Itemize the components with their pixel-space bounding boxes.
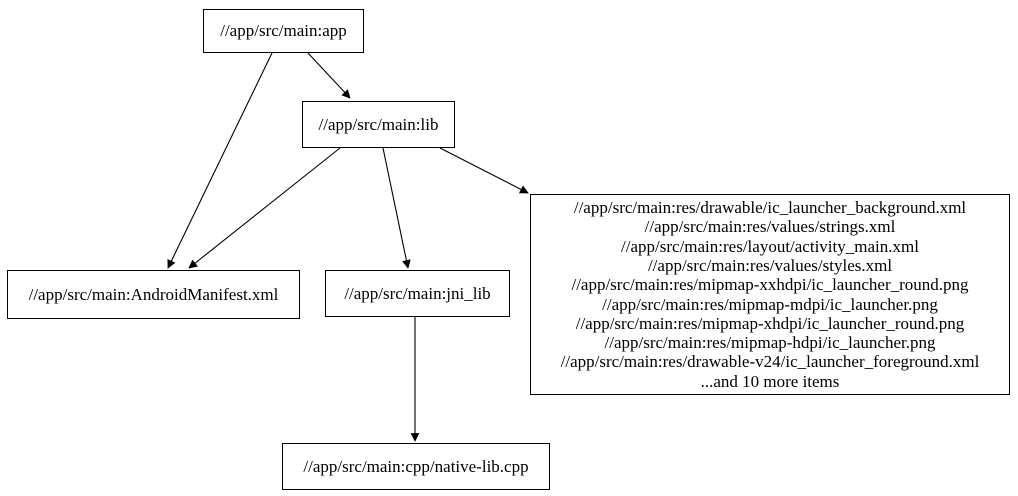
node-app: //app/src/main:app: [203, 9, 364, 53]
node-lib: //app/src/main:lib: [302, 101, 455, 148]
res-more-items: ...and 10 more items: [700, 371, 840, 391]
res-item: //app/src/main:res/layout/activity_main.…: [621, 236, 919, 256]
node-android-manifest-label: //app/src/main:AndroidManifest.xml: [28, 284, 279, 304]
res-item: //app/src/main:res/drawable/ic_launcher_…: [573, 198, 967, 218]
edge-lib-to-jni-lib: [382, 147, 411, 269]
node-jni-lib: //app/src/main:jni_lib: [325, 270, 510, 317]
node-native-lib-cpp-label: //app/src/main:cpp/native-lib.cpp: [303, 456, 529, 476]
node-res-group: //app/src/main:res/drawable/ic_launcher_…: [530, 194, 1010, 395]
res-item: //app/src/main:res/mipmap-hdpi/ic_launch…: [604, 333, 936, 353]
res-item: //app/src/main:res/mipmap-mdpi/ic_launch…: [602, 294, 938, 314]
res-item: //app/src/main:res/drawable-v24/ic_launc…: [560, 352, 980, 372]
res-item: //app/src/main:res/values/styles.xml: [647, 255, 893, 275]
res-item: //app/src/main:res/mipmap-xxhdpi/ic_laun…: [571, 275, 969, 295]
edge-app-to-lib: [307, 52, 351, 99]
edge-lib-to-res: [439, 147, 529, 194]
node-jni-lib-label: //app/src/main:jni_lib: [344, 283, 491, 303]
edge-app-to-manifest: [167, 52, 273, 269]
node-android-manifest: //app/src/main:AndroidManifest.xml: [7, 270, 300, 319]
node-app-label: //app/src/main:app: [220, 21, 347, 40]
res-item: //app/src/main:res/mipmap-xhdpi/ic_launc…: [575, 313, 965, 333]
edge-lib-to-manifest: [188, 147, 341, 269]
node-lib-label: //app/src/main:lib: [318, 114, 439, 134]
res-item: //app/src/main:res/values/strings.xml: [644, 217, 896, 237]
node-native-lib-cpp: //app/src/main:cpp/native-lib.cpp: [282, 443, 550, 490]
